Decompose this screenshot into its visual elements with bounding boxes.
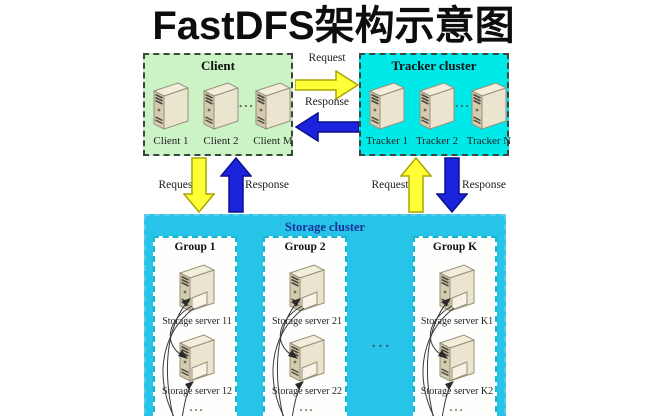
group-1-box: Group 1 Storage server 11 Storage server… bbox=[153, 236, 237, 416]
client-tracker-request-arrow bbox=[295, 70, 359, 100]
client-cluster-box: Client ... Client 1 Client 2 Client M bbox=[143, 53, 293, 156]
storage-server-12-label: Storage server 12 bbox=[162, 386, 232, 397]
tracker-storage-response-label: Response bbox=[461, 179, 507, 191]
page-title: FastDFS架构示意图 bbox=[152, 4, 515, 48]
group-2-more: ... bbox=[299, 400, 315, 414]
group-k-box: Group K Storage server K1 Storage server… bbox=[413, 236, 497, 416]
server-icon bbox=[471, 82, 507, 130]
client-storage-request-label: Request bbox=[158, 179, 196, 191]
tracker-n-label: Tracker N bbox=[466, 135, 512, 147]
server-icon bbox=[203, 82, 239, 130]
storage-server-11-label: Storage server 11 bbox=[162, 316, 232, 327]
group-2-box: Group 2 Storage server 21 Storage server… bbox=[263, 236, 347, 416]
storage-server-k1-label: Storage server K1 bbox=[420, 316, 494, 327]
server-icon bbox=[255, 82, 291, 130]
storage-tracker-request-arrow bbox=[400, 157, 432, 213]
client-ellipsis: ... bbox=[239, 95, 255, 110]
tracker-cluster-box: Tracker cluster ... Tracker 1 Tracker 2 … bbox=[359, 53, 511, 156]
client-tracker-response-arrow bbox=[295, 112, 359, 142]
client-1-label: Client 1 bbox=[153, 135, 189, 147]
group-2-title: Group 2 bbox=[284, 241, 326, 253]
client-storage-response-label: Response bbox=[244, 179, 290, 191]
server-icon bbox=[369, 82, 405, 130]
server-icon bbox=[153, 82, 189, 130]
sync-arrows bbox=[162, 298, 195, 416]
server-icon bbox=[419, 82, 455, 130]
client-2-label: Client 2 bbox=[203, 135, 239, 147]
group-1-more: ... bbox=[189, 400, 205, 414]
storage-tracker-request-label: Request bbox=[371, 179, 409, 191]
storage-cluster-title: Storage cluster bbox=[284, 220, 366, 234]
sync-arrows bbox=[272, 298, 305, 416]
storage-server-21-label: Storage server 21 bbox=[272, 316, 342, 327]
storage-server-k2-label: Storage server K2 bbox=[420, 386, 494, 397]
group-k-title: Group K bbox=[432, 241, 478, 253]
client-tracker-response-label: Response bbox=[304, 96, 350, 108]
client-tracker-request-label: Request bbox=[308, 52, 346, 64]
storage-client-response-arrow bbox=[220, 157, 252, 213]
client-storage-request-arrow bbox=[183, 157, 215, 213]
tracker-1-label: Tracker 1 bbox=[365, 135, 409, 147]
sync-arrows bbox=[422, 298, 455, 416]
client-m-label: Client M bbox=[253, 135, 293, 147]
tracker-2-label: Tracker 2 bbox=[415, 135, 459, 147]
client-cluster-title: Client bbox=[201, 58, 235, 73]
group-k-more: ... bbox=[449, 400, 465, 414]
group-1-title: Group 1 bbox=[174, 241, 216, 253]
storage-groups-ellipsis: ... bbox=[371, 335, 393, 351]
tracker-ellipsis: ... bbox=[455, 95, 471, 110]
tracker-cluster-title: Tracker cluster bbox=[391, 58, 477, 73]
storage-server-22-label: Storage server 22 bbox=[272, 386, 342, 397]
tracker-storage-response-arrow bbox=[436, 157, 468, 213]
